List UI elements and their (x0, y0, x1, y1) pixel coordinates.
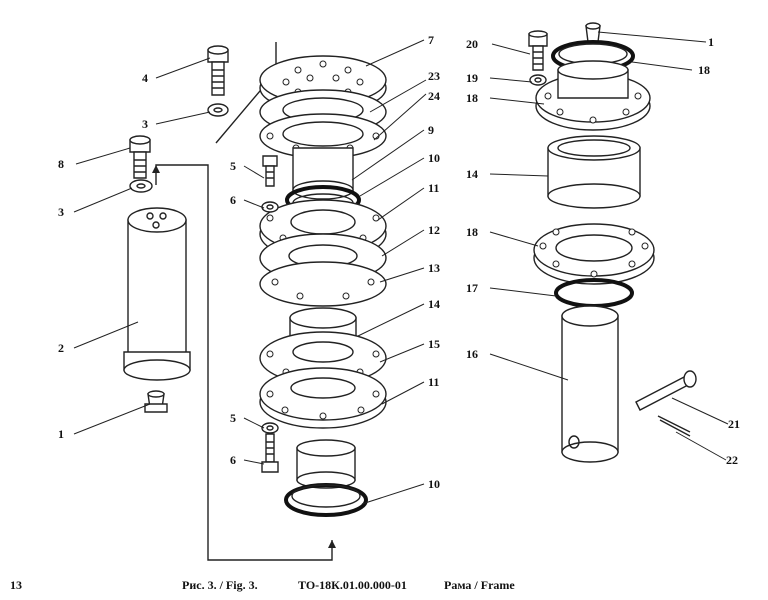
label-14-right: 14 (466, 167, 478, 181)
label-5-upper: 5 (230, 159, 236, 173)
label-11-lower: 11 (428, 375, 439, 389)
label-3-upper: 3 (142, 117, 148, 131)
label-19: 19 (466, 71, 478, 85)
bolt-20 (528, 30, 548, 71)
pin-21 (635, 370, 697, 411)
cylinder-2 (123, 207, 191, 381)
label-16: 16 (466, 347, 478, 361)
grease-fitting-1-right (585, 22, 601, 43)
page-number: 13 (10, 578, 22, 592)
label-12: 12 (428, 223, 440, 237)
washer-3-upper (207, 103, 229, 117)
label-3-lower: 3 (58, 205, 64, 219)
label-2: 2 (58, 341, 64, 355)
label-18-flange-lower: 18 (466, 225, 478, 239)
label-13: 13 (428, 261, 440, 275)
label-7: 7 (428, 33, 434, 47)
label-4: 4 (142, 71, 148, 85)
washer-19 (529, 74, 547, 86)
label-24: 24 (428, 89, 440, 103)
label-14-center: 14 (428, 297, 440, 311)
bushing-9 (292, 147, 354, 200)
washer-6-upper (261, 201, 279, 213)
label-20: 20 (466, 37, 478, 51)
label-10-lower: 10 (428, 477, 440, 491)
axle-pin-16 (561, 305, 619, 463)
label-21: 21 (728, 417, 740, 431)
label-18-flange-upper: 18 (466, 91, 478, 105)
plate-13 (259, 261, 387, 307)
label-22: 22 (726, 453, 738, 467)
label-23: 23 (428, 69, 440, 83)
washer-3-lower (129, 179, 153, 193)
label-8: 8 (58, 157, 64, 171)
flange-11-lower (259, 367, 387, 429)
label-11-upper: 11 (428, 181, 439, 195)
seal-10-lower (284, 483, 368, 517)
bushing-lower (296, 439, 356, 489)
label-15: 15 (428, 337, 440, 351)
label-9: 9 (428, 123, 434, 137)
bolt-6-lower (261, 433, 279, 473)
figure-caption: Рис. 3. / Fig. 3. (182, 578, 258, 592)
label-18-ring: 18 (698, 63, 710, 77)
leader-lines (73, 31, 729, 505)
flange-18-lower (533, 223, 655, 285)
bolt-8 (129, 135, 151, 179)
flange-18-upper (535, 60, 651, 131)
bolt-5-upper (262, 155, 278, 187)
label-6-upper: 6 (230, 193, 236, 207)
label-17: 17 (466, 281, 478, 295)
label-1-left: 1 (58, 427, 64, 441)
cotter-pin-22 (657, 415, 691, 437)
washer-5-lower (261, 422, 279, 434)
bolt-4 (207, 45, 229, 96)
label-6-lower: 6 (230, 453, 236, 467)
document-code: ТО-18К.01.00.000-01 (298, 578, 407, 592)
label-5-lower: 5 (230, 411, 236, 425)
grease-fitting-1 (144, 390, 168, 413)
label-1-right: 1 (708, 35, 714, 49)
sleeve-14-right (547, 135, 641, 209)
label-10-upper: 10 (428, 151, 440, 165)
drawing-title: Рама / Frame (444, 578, 515, 592)
